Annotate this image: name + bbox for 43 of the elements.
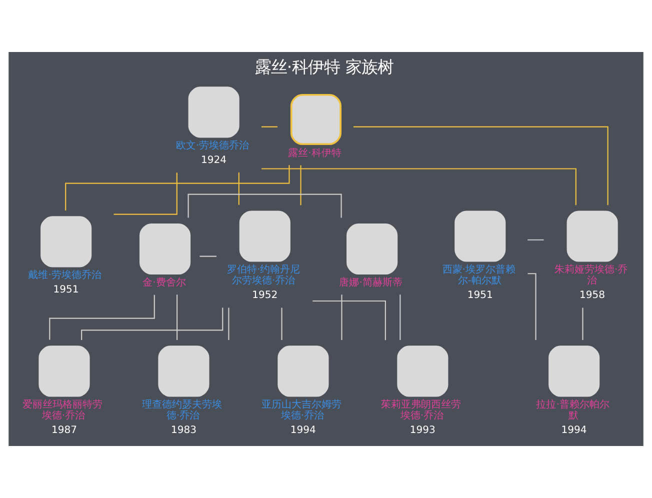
node-label: 1993 — [410, 425, 436, 436]
node-label: 爱丽丝玛格丽特劳埃德·乔治 — [22, 400, 103, 422]
connector — [261, 126, 278, 128]
connector — [312, 300, 386, 340]
node-label: 唐娜·简赫斯蒂 — [339, 277, 402, 288]
node-label: 1952 — [252, 290, 278, 302]
connector — [300, 165, 302, 206]
connector — [281, 308, 282, 340]
node-label: 露丝·科伊特 — [288, 148, 342, 159]
node-label: 1951 — [53, 284, 79, 296]
node-label: 1994 — [561, 425, 587, 436]
connector — [400, 294, 401, 340]
node-label: 罗伯特·约翰丹尼尔劳埃德·乔治 — [227, 264, 300, 286]
node-label: 欧文·劳埃德乔治 — [176, 140, 250, 152]
node-label: 拉拉·普赖尔帕尔默 — [536, 400, 610, 422]
connector — [49, 294, 155, 340]
node-label: 西蒙·埃罗尔普赖尔-帕尔默 — [442, 264, 516, 286]
node-label: 理查德约瑟夫劳埃德·乔治 — [142, 400, 222, 422]
node-label: 亚历山大吉尔姆劳埃德·乔治 — [262, 400, 342, 422]
connector — [341, 294, 342, 340]
node-label: 1994 — [290, 425, 316, 436]
node-label: 1983 — [170, 425, 196, 436]
connector — [353, 126, 608, 206]
diagram-title: 露丝·科伊特 家族树 — [254, 57, 394, 76]
connector — [200, 256, 216, 257]
connector — [114, 172, 178, 215]
node-label: 1924 — [201, 155, 227, 166]
node-label: 戴维·劳埃德乔治 — [28, 270, 102, 282]
node-label: 朱莉娅劳埃德·乔治 — [554, 264, 628, 286]
connector — [65, 165, 290, 210]
connector — [262, 168, 576, 206]
connector — [176, 294, 178, 340]
connector — [228, 308, 230, 340]
connector — [188, 194, 342, 218]
connector — [582, 308, 584, 340]
connector — [528, 239, 544, 240]
connector — [81, 308, 224, 340]
node-label: 金·费舍尔 — [142, 277, 186, 288]
node-label: 1951 — [467, 290, 493, 302]
node-label: 茱莉亚弗朗西丝劳埃德·乔治 — [381, 400, 462, 422]
connector — [238, 172, 240, 205]
node-label: 1987 — [51, 425, 77, 436]
node-label: 1958 — [580, 290, 606, 302]
